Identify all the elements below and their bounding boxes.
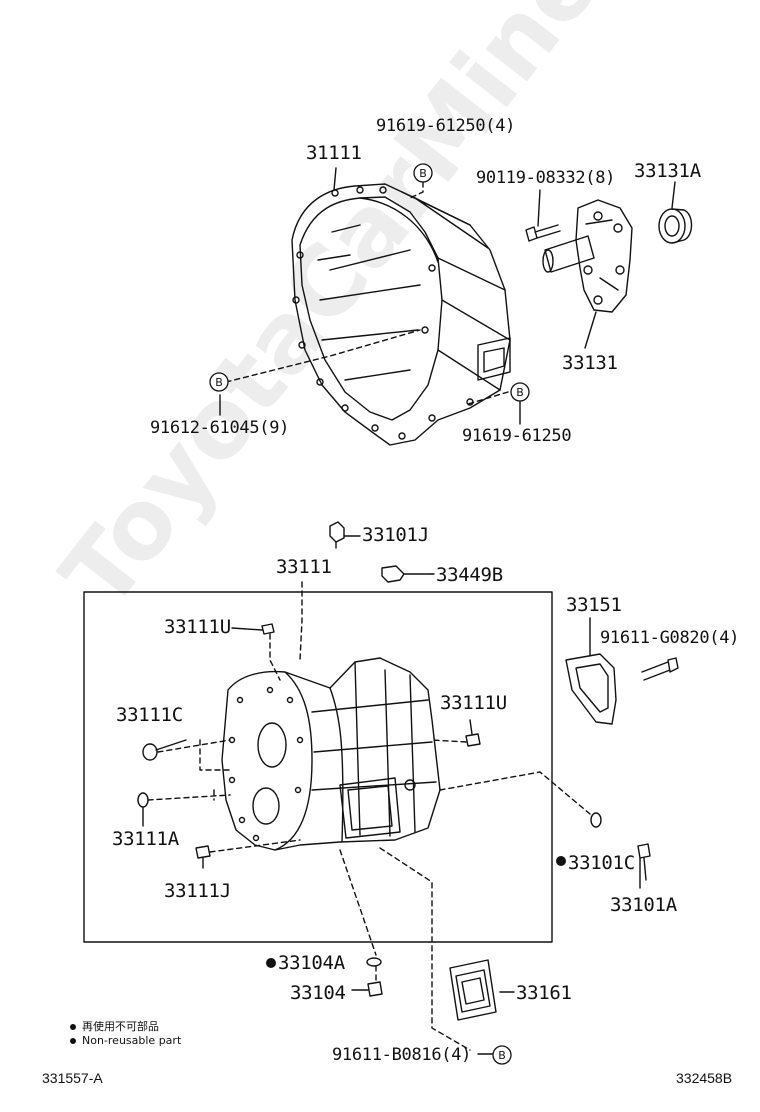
footer-right-code: 332458B: [676, 1070, 733, 1086]
clamp-drawing: [381, 565, 433, 583]
transmission-case-drawing: [221, 657, 441, 851]
callout-b-bottom-text: B: [516, 386, 524, 399]
plug-u-right-drawing: [465, 733, 481, 747]
oil-seal-drawing: [658, 208, 693, 244]
label-plug-a: 33111A: [112, 828, 179, 850]
plug-u-top-drawing: [261, 623, 275, 635]
plug-a-drawing: [137, 792, 149, 808]
label-gasket-c: 33101C: [568, 852, 635, 874]
callout-b-left: [209, 372, 229, 392]
callout-b-left-text: B: [215, 376, 223, 389]
label-clamp: 33449B: [436, 564, 503, 586]
legend-english-text: Non-reusable part: [82, 1034, 182, 1047]
breather-drawing: [329, 521, 345, 549]
label-plug-c: 33111C: [116, 704, 183, 726]
label-bearing-retainer: 33131: [562, 352, 618, 374]
label-case: 33111: [276, 556, 332, 578]
plug-c-drawing: [142, 743, 158, 761]
label-pin-j: 33111J: [164, 880, 231, 902]
legend-japanese: 再使用不可部品: [70, 1018, 159, 1034]
gasket-c-drawing: [590, 812, 602, 828]
plug-101a-drawing: [637, 843, 651, 881]
callout-b-bottom: [510, 382, 530, 402]
legend-dot-japanese: [70, 1024, 76, 1030]
case-group-box: [83, 591, 553, 943]
gasket-104a-drawing: [366, 957, 382, 967]
label-gasket-104a: 33104A: [278, 952, 345, 974]
label-bolt-cover: 91611-G0820(4): [600, 628, 740, 648]
label-bolt-left: 91612-61045(9): [150, 418, 290, 438]
callout-b-top: [413, 163, 433, 183]
legend-japanese-text: 再使用不可部品: [82, 1020, 159, 1033]
cover-bolt-drawing: [641, 657, 679, 681]
callout-b-plate-text: B: [498, 1049, 506, 1062]
non-reusable-marker-33104a: [266, 958, 276, 968]
label-cover: 33151: [566, 594, 622, 616]
label-plug-u-right: 33111U: [440, 692, 507, 714]
label-plug-104: 33104: [290, 982, 346, 1004]
label-oil-seal: 33131A: [634, 160, 701, 182]
cover-drawing: [565, 653, 617, 725]
label-plug-101a: 33101A: [610, 894, 677, 916]
non-reusable-marker-33101c: [556, 856, 566, 866]
label-bolt-plate: 91611-B0816(4): [332, 1045, 472, 1065]
legend-english: Non-reusable part: [70, 1034, 181, 1047]
label-plate-161: 33161: [516, 982, 572, 1004]
label-breather: 33101J: [362, 524, 429, 546]
retainer-bolt-drawing: [525, 224, 561, 242]
label-bolt-top: 91619-61250(4): [376, 116, 516, 136]
label-bolt-bottom: 91619-61250: [462, 426, 572, 446]
callout-b-plate: [492, 1045, 512, 1065]
footer-left-code: 331557-A: [42, 1070, 103, 1086]
legend-dot-english: [70, 1038, 76, 1044]
plug-104-drawing: [367, 981, 383, 997]
pin-j-drawing: [195, 845, 211, 859]
clutch-housing-drawing: [291, 183, 511, 446]
label-bolt-retainer: 90119-08332(8): [476, 168, 616, 188]
label-plug-u-top: 33111U: [164, 616, 231, 638]
callout-b-top-text: B: [419, 167, 427, 180]
label-clutch-housing: 31111: [306, 142, 362, 164]
bearing-retainer-drawing: [542, 199, 633, 313]
plate-161-drawing: [449, 959, 497, 1021]
